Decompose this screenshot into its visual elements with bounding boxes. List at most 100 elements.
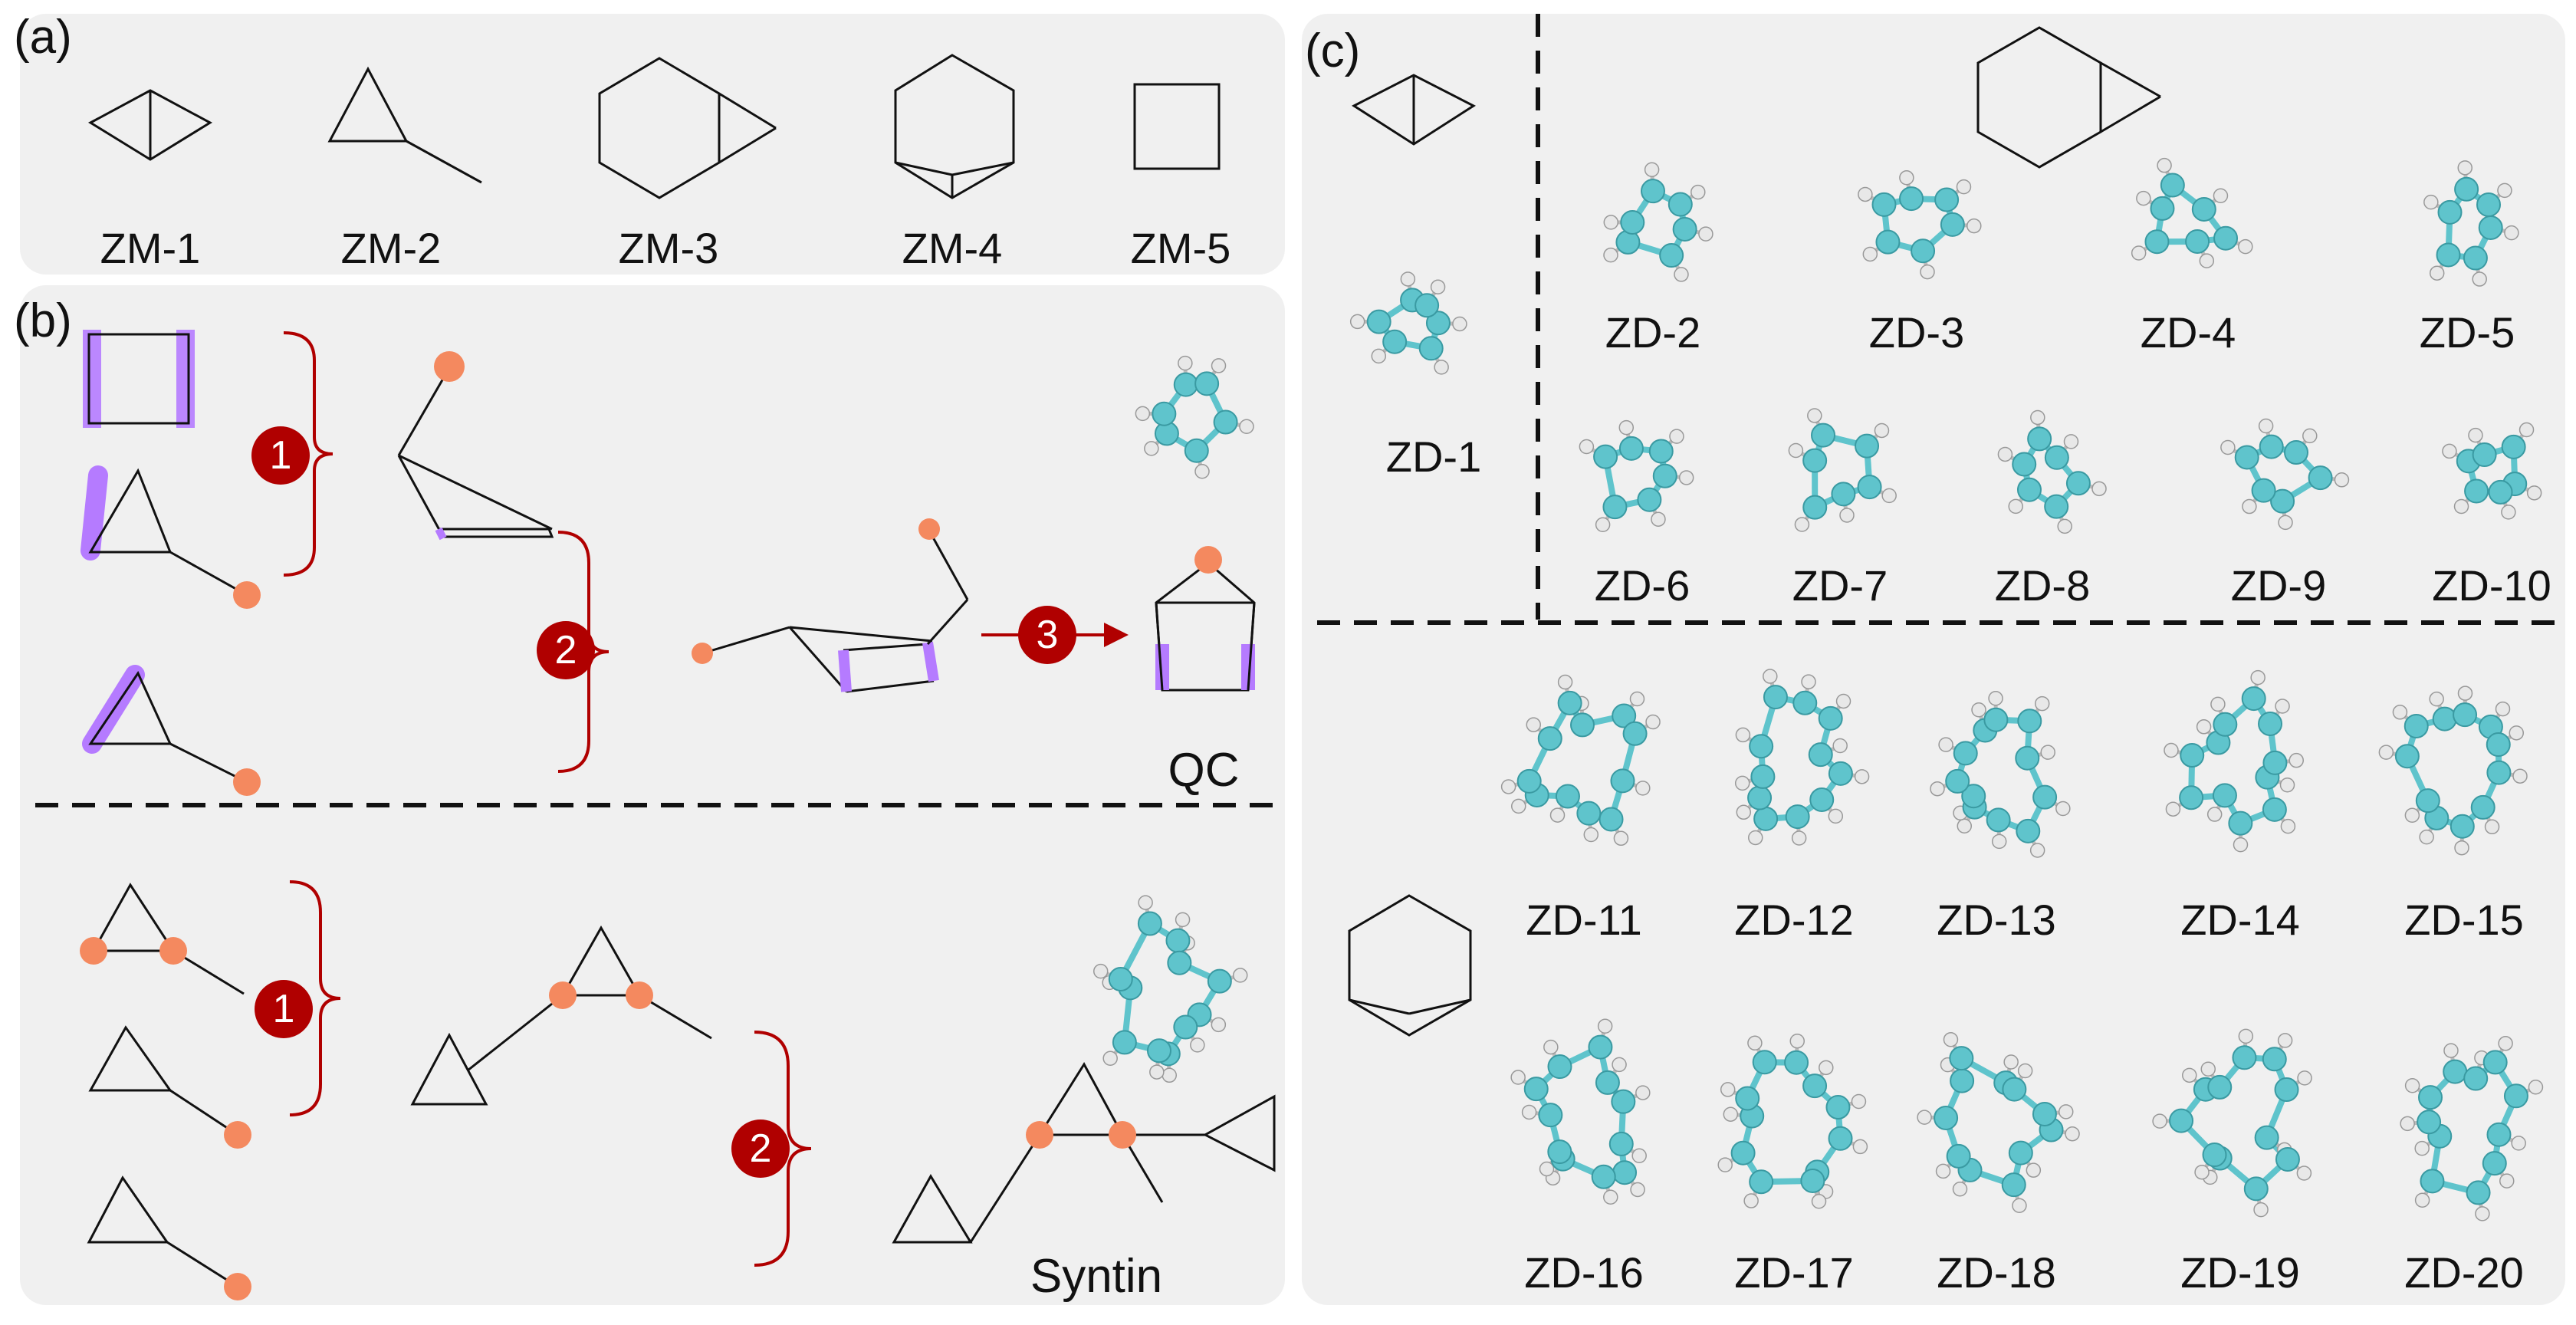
ball-and-stick-models (1092, 157, 2544, 1221)
carbon-atom (2274, 1077, 2299, 1103)
step-1-marker-syntin: 1 (255, 980, 313, 1038)
hydrogen-atom (1612, 1057, 1627, 1073)
qc-cyclopropane-2-structure (82, 665, 248, 784)
hydrogen-atom (2136, 190, 2151, 206)
carbon-atom (2486, 1122, 2512, 1147)
hydrogen-atom (2278, 515, 2293, 531)
hydrogen-atom (2065, 1126, 2080, 1142)
carbon-atom (2476, 192, 2502, 217)
hydrogen-atom (2196, 719, 2212, 735)
carbon-atom (2472, 442, 2497, 468)
brace-2-syntin (754, 1031, 812, 1267)
hydrogen-atom (1789, 1033, 1805, 1049)
carbon-atom (1547, 1139, 1572, 1165)
qc-cyclopropane-1-structure (80, 465, 248, 597)
zm-2-structure (327, 66, 482, 184)
hydrogen-atom (1801, 674, 1816, 689)
hydrogen-atom (1920, 264, 1935, 280)
carbon-atom (1911, 238, 1936, 264)
hydrogen-atom (1557, 674, 1573, 690)
step-2-marker-qc: 2 (537, 621, 595, 679)
hydrogen-atom (2518, 422, 2535, 438)
carbon-atom (1802, 448, 1828, 473)
carbon-atom (1610, 768, 1635, 794)
hydrogen-atom (2194, 1164, 2210, 1180)
hydrogen-atom (1452, 316, 1467, 332)
hydrogen-atom (2468, 427, 2483, 443)
hydrogen-atom (1543, 1039, 1559, 1055)
hydrogen-atom (2233, 837, 2249, 853)
hydrogen-atom (2528, 1080, 2544, 1095)
hydrogen-atom (1635, 781, 1651, 796)
syntin-cyclopropane-3-structure (87, 1175, 238, 1288)
qc-product-structure (1155, 561, 1256, 692)
carbon-atom (1366, 309, 1392, 334)
step-2-marker-syntin: 2 (731, 1120, 790, 1178)
hydrogen-atom (2034, 695, 2050, 712)
carbon-atom (2044, 445, 2069, 470)
hydrogen-atom (2509, 725, 2525, 741)
carbon-atom (2464, 478, 2489, 504)
hydrogen-atom (1828, 808, 1844, 824)
hydrogen-atom (2091, 481, 2107, 497)
hydrogen-atom (1874, 422, 1890, 439)
hydrogen-atom (2499, 1173, 2515, 1189)
hydrogen-atom (1735, 727, 1751, 743)
hydrogen-atom (1698, 226, 1714, 242)
carbon-atom (1953, 741, 1978, 766)
carbon-atom (2179, 785, 2204, 810)
hydrogen-atom (1788, 442, 1804, 459)
hydrogen-atom (2242, 498, 2257, 515)
carbon-atom (1986, 807, 2011, 833)
carbon-atom (2213, 712, 2238, 737)
carbon-atom (1811, 422, 1836, 448)
carbon-atom (2470, 794, 2496, 820)
hydrogen-atom (1917, 1110, 1932, 1125)
hydrogen-atom (2055, 801, 2071, 817)
hydrogen-atom (1583, 827, 1599, 843)
carbon-atom (1570, 712, 1595, 738)
hydrogen-atom (1500, 779, 1516, 794)
carbon-atom (2228, 810, 2253, 836)
hydrogen-atom (2238, 1028, 2254, 1044)
hydrogen-atom (2404, 1078, 2420, 1093)
carbon-atom (2232, 1045, 2257, 1070)
hydrogen-atom (1720, 1082, 1736, 1097)
carbon-atom (1615, 229, 1641, 255)
carbon-atom (1784, 1050, 1809, 1075)
hydrogen-atom (1603, 247, 1618, 263)
syntin-cyclopropane-2-structure (88, 1025, 238, 1136)
hydrogen-atom (1511, 798, 1526, 814)
hydrogen-atom (2199, 253, 2215, 268)
zm-label: ZM-4 (902, 224, 1003, 272)
panel-a-label: (a) (14, 11, 72, 64)
step-3-marker-qc: 3 (1018, 606, 1076, 664)
zd-label: ZD-8 (1994, 561, 2091, 610)
carbon-atom (1137, 911, 1162, 936)
carbon-atom (2466, 1180, 2491, 1205)
hydrogen-atom (1734, 775, 1750, 791)
hydrogen-atom (2238, 238, 2253, 255)
carbon-atom (2254, 1125, 2279, 1150)
hydrogen-atom (1678, 470, 1694, 485)
carbon-atom (1184, 438, 1209, 463)
panel-c-label: (c) (1305, 25, 1361, 77)
zd-label: ZD-19 (2180, 1248, 2300, 1297)
hydrogen-atom (1747, 1035, 1763, 1051)
carbon-atom (1173, 372, 1198, 397)
carbon-atom (1598, 807, 1624, 832)
hydrogen-atom (2165, 801, 2181, 817)
carbon-atom (1152, 401, 1177, 426)
hydrogen-atom (1521, 1104, 1537, 1120)
carbon-atom (1194, 371, 1220, 396)
zd-label: ZD-5 (2419, 308, 2515, 357)
carbon-atom (1588, 1034, 1613, 1060)
hydrogen-atom (2030, 409, 2045, 426)
carbon-atom (1595, 1070, 1620, 1095)
hydrogen-atom (2012, 1198, 2027, 1213)
qc-cyclobutadiene-structure (83, 330, 195, 428)
carbon-atom (1146, 1038, 1171, 1064)
hydrogen-atom (1736, 804, 1752, 820)
carbon-atom (2482, 1050, 2508, 1075)
hydrogen-atom (1635, 1085, 1651, 1100)
